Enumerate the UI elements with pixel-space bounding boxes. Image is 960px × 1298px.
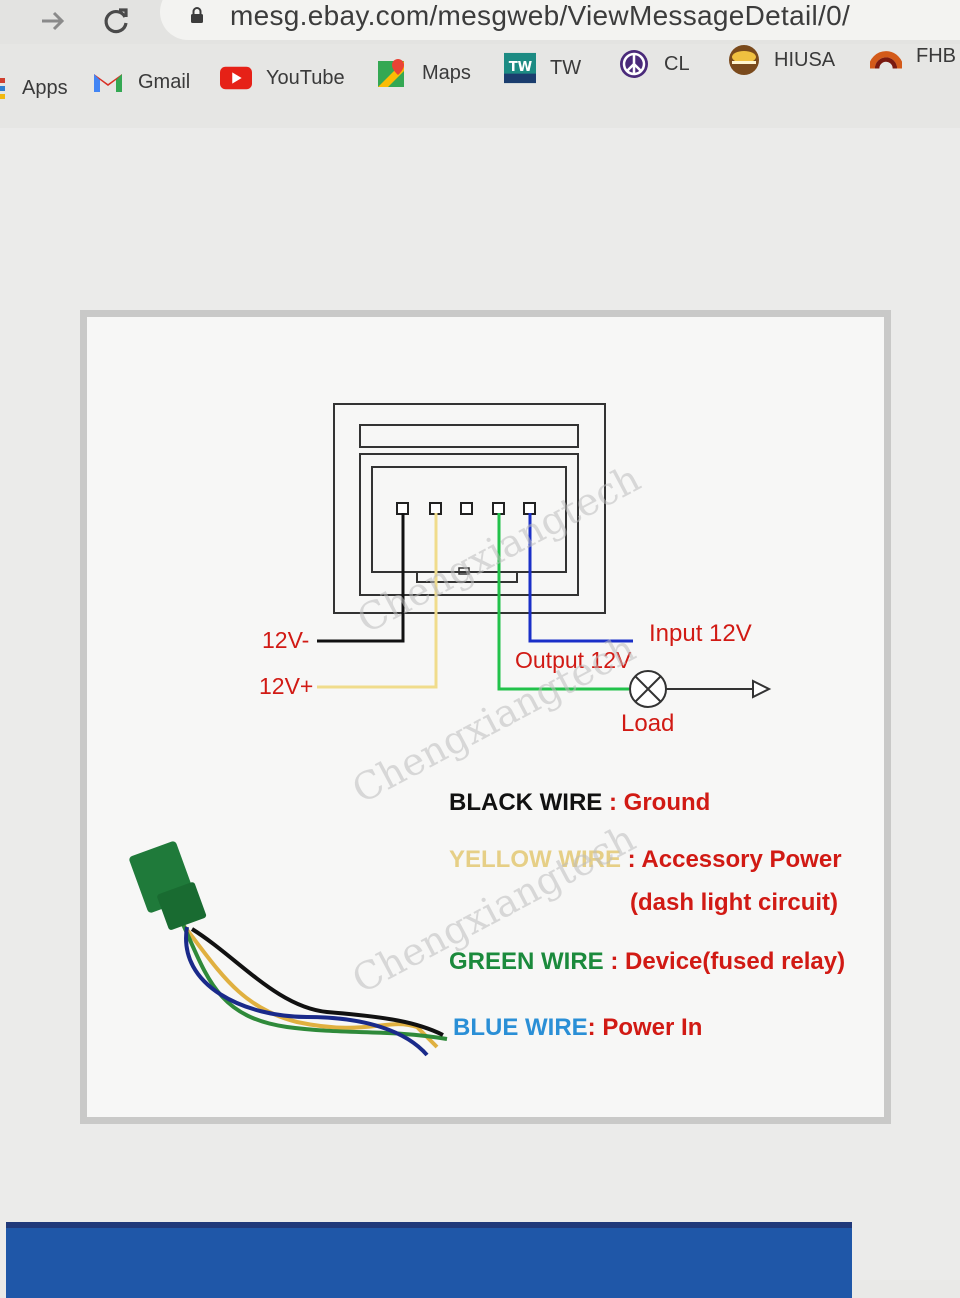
url-text: mesg.ebay.com/mesgweb/ViewMessageDetail/… xyxy=(230,0,851,31)
gmail-icon xyxy=(92,66,124,98)
label-12v-negative: 12V- xyxy=(262,627,310,653)
message-page: 12V- 12V+ Input 12V Output 12V Load BLAC… xyxy=(0,128,960,1298)
legend-blue-wire: BLUE WIRE: Power In xyxy=(453,1014,703,1041)
green-wire xyxy=(497,513,629,691)
youtube-icon xyxy=(220,62,252,94)
legend-black-wire: BLACK WIRE : Ground xyxy=(449,789,711,816)
lock-icon xyxy=(191,7,203,23)
load-lamp-symbol xyxy=(629,670,772,708)
bookmark-label: Gmail xyxy=(138,70,191,93)
legend-wire-name: GREEN WIRE xyxy=(449,948,604,975)
blue-banner xyxy=(6,1222,852,1298)
bookmark-label: FHB xyxy=(916,44,956,67)
legend-wire-desc: Accessory Power xyxy=(641,846,842,873)
maps-icon xyxy=(376,57,408,89)
hiusa-icon xyxy=(728,44,760,76)
bookmark-gmail[interactable]: Gmail xyxy=(92,66,190,98)
bookmark-cl[interactable]: CL xyxy=(618,48,690,80)
forward-button[interactable] xyxy=(36,4,70,38)
label-12v-positive: 12V+ xyxy=(259,673,314,699)
legend-wire-desc: Device(fused relay) xyxy=(625,948,846,975)
label-load: Load xyxy=(621,710,675,737)
bookmark-apps[interactable]: Apps xyxy=(0,72,68,104)
browser-toolbar: mesg.ebay.com/mesgweb/ViewMessageDetail/… xyxy=(0,0,960,44)
bookmark-hiusa[interactable]: HIUSA xyxy=(728,44,835,76)
black-wire xyxy=(317,513,405,643)
legend-wire-desc: Ground xyxy=(623,789,711,816)
yellow-wire xyxy=(317,513,438,689)
blue-wire xyxy=(528,513,633,643)
arrow-right-icon xyxy=(42,11,65,31)
reload-button[interactable] xyxy=(99,4,133,38)
peace-icon xyxy=(618,48,650,80)
legend-wire-name: BLACK WIRE xyxy=(449,789,603,816)
tw-icon: TW xyxy=(504,52,536,84)
bookmark-tw[interactable]: TW TW xyxy=(504,52,581,84)
legend-wire-desc: Power In xyxy=(602,1014,703,1041)
legend-wire-name: BLUE WIRE xyxy=(453,1014,588,1041)
label-input-12v: Input 12V xyxy=(649,620,752,647)
bookmark-label: CL xyxy=(664,52,690,75)
wire-harness-photo xyxy=(129,841,448,1057)
apps-grid-icon xyxy=(0,72,8,104)
bookmarks-bar: Apps Gmail YouTube Maps TW TW CL xyxy=(0,44,960,128)
label-output-12v: Output 12V xyxy=(515,647,632,673)
bookmark-label: HIUSA xyxy=(774,48,836,71)
bookmark-fhb[interactable]: FHB xyxy=(870,40,956,72)
legend-yellow-wire: YELLOW WIRE : Accessory Power xyxy=(449,846,842,873)
bookmark-youtube[interactable]: YouTube xyxy=(220,62,345,94)
bookmark-label: YouTube xyxy=(266,66,345,89)
bookmark-label: Apps xyxy=(22,76,68,99)
wiring-diagram-svg xyxy=(129,403,772,1057)
switch-connector-drawing xyxy=(333,403,606,614)
wiring-diagram-image: 12V- 12V+ Input 12V Output 12V Load BLAC… xyxy=(80,310,891,1124)
legend-yellow-wire-desc-2: (dash light circuit) xyxy=(630,889,839,916)
bookmark-maps[interactable]: Maps xyxy=(376,57,471,89)
legend-wire-name: YELLOW WIRE xyxy=(449,846,621,873)
fhb-icon xyxy=(870,40,902,72)
svg-text:TW: TW xyxy=(509,60,533,75)
reload-icon xyxy=(104,8,128,34)
legend-green-wire: GREEN WIRE : Device(fused relay) xyxy=(449,948,846,975)
bookmark-label: Maps xyxy=(422,61,471,84)
bookmark-label: TW xyxy=(550,56,582,79)
address-bar[interactable]: mesg.ebay.com/mesgweb/ViewMessageDetail/… xyxy=(160,0,960,40)
